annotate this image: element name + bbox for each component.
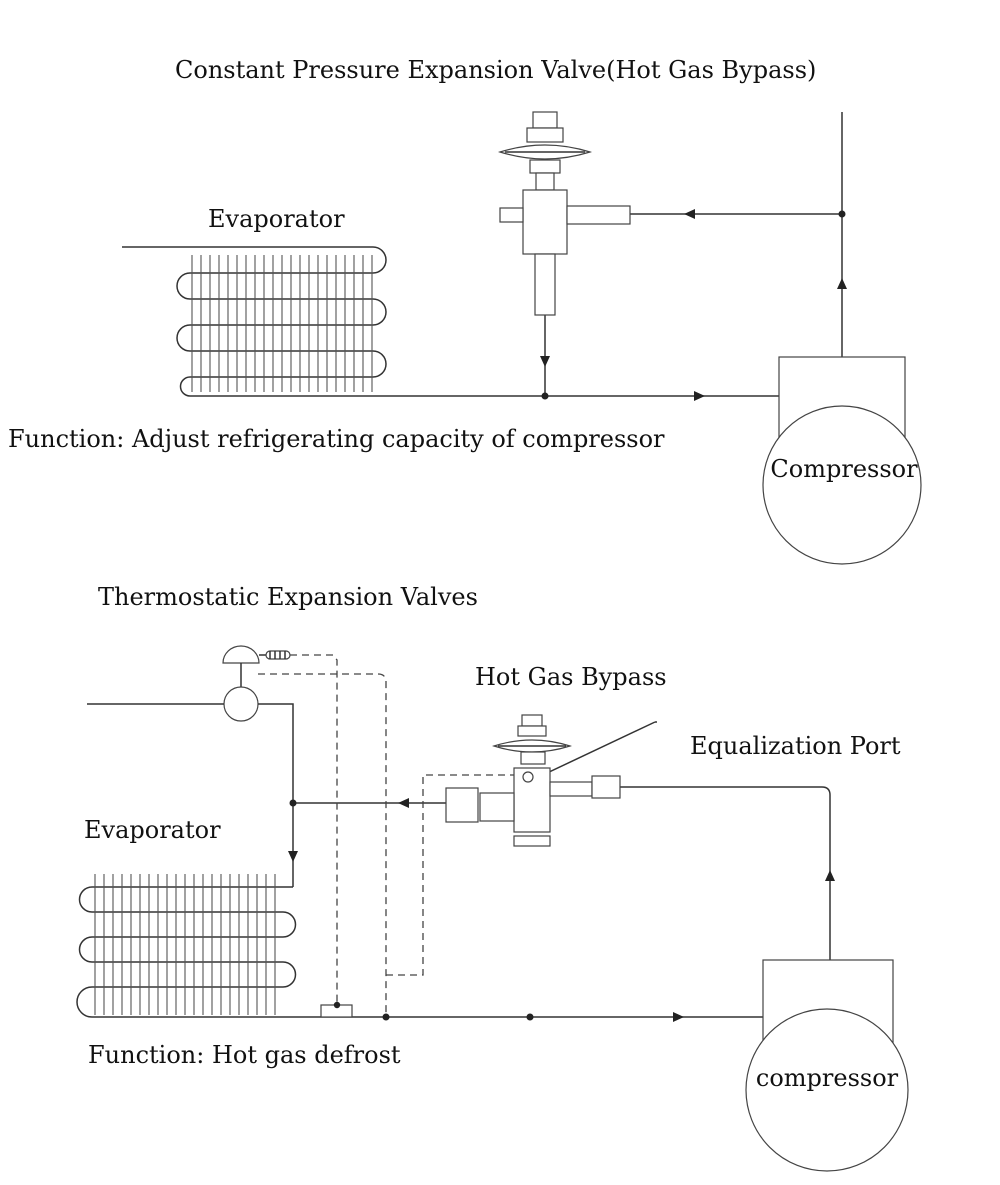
top-function-text: Function: Adjust refrigerating capacity … (8, 425, 665, 453)
bottom-arrow-right (673, 1012, 684, 1022)
bottom-junction-equalizer (382, 1013, 390, 1021)
external-equalizer-line (258, 673, 387, 1017)
top-arrow-down (540, 356, 550, 367)
bottom-evaporator (76, 874, 297, 1018)
bottom-compressor-label: compressor (756, 1064, 899, 1092)
bottom-arrow-down (288, 851, 298, 862)
top-compressor-label: Compressor (770, 455, 918, 483)
bottom-arrow-left (398, 798, 409, 808)
thermostatic-expansion-valve (222, 645, 291, 722)
top-arrow-left (684, 209, 695, 219)
bottom-title: Thermostatic Expansion Valves (98, 583, 478, 611)
top-expansion-valve (497, 111, 631, 316)
bottom-junction-suction (526, 1013, 534, 1021)
equalization-port-label: Equalization Port (690, 732, 901, 760)
sensing-capillary (290, 654, 338, 1005)
hot-gas-bypass-valve (445, 714, 621, 847)
top-evaporator (122, 246, 387, 397)
bottom-discharge-line (620, 786, 831, 960)
top-arrow-up (837, 278, 847, 289)
top-compressor: Compressor (762, 356, 922, 565)
hot-gas-bypass-label: Hot Gas Bypass (475, 663, 667, 691)
bottom-function-text: Function: Hot gas defrost (88, 1041, 401, 1069)
top-diagram: Constant Pressure Expansion Valve(Hot Ga… (8, 56, 922, 565)
top-junction-suction (541, 392, 549, 400)
bottom-arrow-up (825, 870, 835, 881)
bottom-junction-bypass (289, 799, 297, 807)
bottom-evaporator-label: Evaporator (84, 816, 221, 844)
top-arrow-right (694, 391, 705, 401)
top-junction-discharge (838, 210, 846, 218)
txv-outlet-line (258, 703, 294, 887)
bottom-diagram: Thermostatic Expansion Valves Hot Gas By… (76, 583, 909, 1172)
top-evaporator-label: Evaporator (208, 205, 345, 233)
bypass-equalizer-line (386, 774, 520, 976)
top-title: Constant Pressure Expansion Valve(Hot Ga… (175, 56, 816, 84)
bottom-compressor: compressor (745, 959, 909, 1172)
